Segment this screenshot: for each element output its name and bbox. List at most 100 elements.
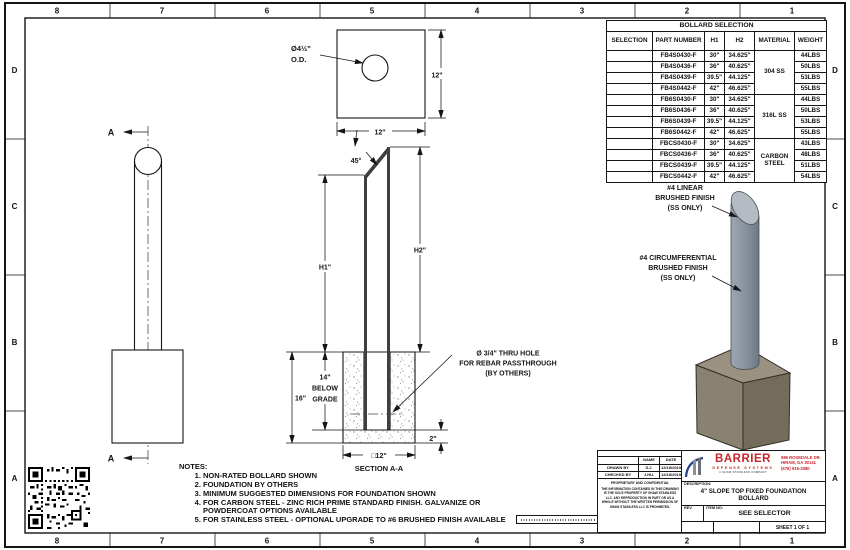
- dim-below-grade-2: BELOW: [312, 386, 338, 393]
- thru-hole-callout-3: (BY OTHERS): [485, 371, 530, 378]
- zone-row-label: C: [832, 202, 838, 211]
- zone-col-label: 2: [685, 537, 690, 546]
- selection-cell: [606, 50, 653, 62]
- foundation-front: [111, 349, 184, 444]
- col-header-h2: H2: [724, 31, 755, 51]
- company-block: BARRIER DEFENSE SYSTEMS A SHAW STAINLESS…: [682, 451, 825, 482]
- selection-cell: [606, 61, 653, 73]
- concrete-foundation-section: [342, 351, 416, 444]
- selection-cell: [606, 83, 653, 95]
- zone-col-label: 8: [55, 537, 60, 546]
- zone-row-label: D: [12, 66, 18, 75]
- zone-col-label: 6: [265, 537, 270, 546]
- rev-label: REV.: [682, 506, 704, 521]
- company-logo-icon: [684, 456, 704, 478]
- zone-col-label: 3: [580, 537, 585, 546]
- section-caption: SECTION A-A: [355, 464, 404, 473]
- dim-h2: H2": [414, 248, 426, 255]
- note-item: FOUNDATION BY OTHERS: [203, 480, 509, 490]
- od-callout-line1: Ø4½": [291, 44, 311, 53]
- pipe-wall-left: [364, 175, 367, 430]
- note-item: FOR CARBON STEEL - ZINC RICH PRIME STAND…: [203, 498, 509, 517]
- zone-col-label: 3: [580, 7, 585, 16]
- bollard-cylinder: [730, 203, 760, 370]
- bollard-plan-circle: [361, 54, 389, 82]
- selection-cell: [606, 94, 653, 106]
- zone-col-label: 1: [790, 7, 795, 16]
- description-label: DESCRIPTION:: [684, 482, 712, 486]
- zone-row-label: B: [832, 338, 838, 347]
- sheet-number: SHEET 1 OF 1: [775, 525, 810, 531]
- section-marker-a-top: A: [108, 128, 115, 138]
- item-no-label: ITEM NO:: [706, 506, 724, 510]
- zone-col-label: 1: [790, 537, 795, 546]
- proprietary-body: THE INFORMATION CONTAINED IN THIS DRAWIN…: [601, 486, 679, 509]
- selection-cell: [606, 171, 653, 183]
- selection-cell: [606, 105, 653, 117]
- col-header-selection: SELECTION: [606, 31, 653, 51]
- selection-cell: [606, 138, 653, 150]
- material-cell: CARBON STEEL: [754, 138, 795, 183]
- zone-col-label: 4: [475, 7, 480, 16]
- zone-row-label: C: [12, 202, 18, 211]
- notes-title: NOTES:: [179, 462, 208, 471]
- drawn-by-label: DRAWN BY: [598, 464, 638, 471]
- table-header-row: SELECTION PART NUMBER H1 H2 MATERIAL WEI…: [606, 31, 828, 51]
- drawn-by-name: S.J.: [638, 464, 659, 471]
- zone-col-label: 7: [160, 7, 165, 16]
- material-cell: 304 SS: [754, 50, 795, 95]
- signature-grid: NAME DATE DRAWN BY S.J. 12/18/2019 CHECK…: [598, 456, 682, 478]
- zone-col-label: 6: [265, 7, 270, 16]
- concrete-cube-side: [742, 372, 791, 451]
- title-block: NAME DATE DRAWN BY S.J. 12/18/2019 CHECK…: [597, 450, 826, 534]
- dim-2: 2": [429, 436, 436, 443]
- foundation-plan: [336, 29, 426, 119]
- zone-row-label: B: [12, 338, 18, 347]
- dim-sq12: □12": [371, 453, 386, 460]
- notes-block: NOTES: NON-RATED BOLLARD SHOWN FOUNDATIO…: [179, 462, 519, 525]
- dim-12-right: 12": [431, 73, 442, 80]
- drawn-by-date: 12/18/2019: [659, 464, 682, 471]
- finish-callout-1c: (SS ONLY): [668, 205, 703, 212]
- dim-below-grade-3: GRADE: [312, 397, 338, 404]
- col-header-part: PART NUMBER: [652, 31, 705, 51]
- zone-col-label: 5: [370, 7, 375, 16]
- table-title-row: BOLLARD SELECTION: [605, 20, 828, 32]
- brand-subtitle: DEFENSE SYSTEMS: [712, 465, 774, 470]
- col-header-material: MATERIAL: [754, 31, 795, 51]
- proprietary-title: PROPRIETARY AND CONFIDENTIAL: [610, 481, 670, 485]
- material-cell: 316L SS: [754, 94, 795, 139]
- micro-text-stamp: [516, 515, 601, 524]
- note-item: FOR STAINLESS STEEL - OPTIONAL UPGRADE T…: [203, 515, 509, 525]
- sheet-border: [4, 2, 846, 548]
- selection-cell: [606, 116, 653, 128]
- note-item: NON-RATED BOLLARD SHOWN: [203, 471, 509, 481]
- col-header-h1: H1: [704, 31, 725, 51]
- finish-callout-1b: BRUSHED FINISH: [655, 195, 715, 202]
- zone-col-label: 5: [370, 537, 375, 546]
- zone-col-label: 2: [685, 7, 690, 16]
- zone-col-label: 4: [475, 537, 480, 546]
- checked-by-label: CHECKED BY: [598, 471, 638, 478]
- name-header: NAME: [638, 456, 659, 464]
- item-no-value: SEE SELECTOR: [738, 510, 791, 517]
- checked-by-date: 12/18/2019: [659, 471, 682, 478]
- checked-by-name: J.HU.: [638, 471, 659, 478]
- zone-col-label: 8: [55, 7, 60, 16]
- section-view: 45° H1" H2" 16" 14" BELOW GRADE 2" □12": [286, 129, 557, 473]
- zone-labels: 8 7 6 5 4 3 2 1 8 7 6 5 4 3 2 1 D C B A …: [12, 7, 839, 546]
- front-view: A A: [108, 126, 184, 464]
- top-view: Ø4½" O.D. 12" 12": [291, 29, 446, 137]
- slope-top-section: [364, 148, 390, 178]
- finish-callout-2b: BRUSHED FINISH: [648, 265, 708, 272]
- zone-row-label: A: [832, 474, 838, 483]
- company-address: 986 ROSEDALE DR. HIRAM, GA 30141 (678) 9…: [781, 455, 821, 471]
- proprietary-notice: PROPRIETARY AND CONFIDENTIAL THE INFORMA…: [598, 478, 682, 532]
